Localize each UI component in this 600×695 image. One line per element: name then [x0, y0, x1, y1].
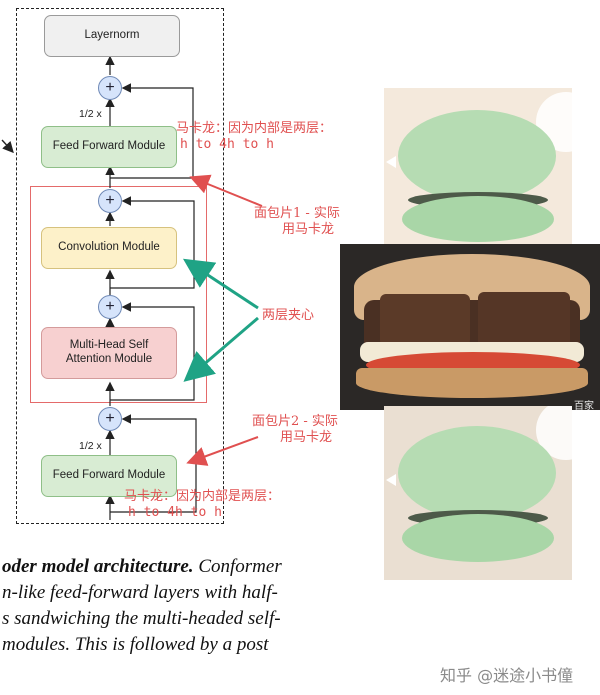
macaron-top-note: 马卡龙：因为内部是两层： h to 4h to h — [176, 121, 332, 154]
macaron-bottom-photo — [384, 406, 572, 580]
bread2-note: 面包片2 - 实际 用马卡龙 — [252, 414, 338, 447]
bread1-note-line2: 用马卡龙 — [281, 222, 334, 238]
bread1-note-line1: 面包片1 - 实际 — [254, 206, 340, 221]
half-step-label: 1/2 x — [79, 108, 102, 120]
figure-caption-line3: s sandwiching the multi-headed self- — [2, 608, 281, 629]
residual-add-node: + — [98, 189, 122, 213]
macaron-top-note-line1: 马卡龙：因为内部是两层： — [176, 121, 333, 136]
figure-caption-line2: n-like feed-forward layers with half- — [2, 582, 278, 603]
bread2-note-line1: 面包片2 - 实际 — [252, 414, 338, 429]
figure-caption-line4: modules. This is followed by a post — [2, 634, 269, 655]
feed-forward-bottom-block: Feed Forward Module — [41, 455, 177, 497]
macaron-bottom-note-line1: 马卡龙：因为内部是两层： — [124, 489, 281, 504]
filling-note: 两层夹心 — [262, 308, 315, 323]
bread1-note: 面包片1 - 实际 用马卡龙 — [254, 206, 340, 239]
residual-add-node: + — [98, 295, 122, 319]
half-step-label: 1/2 x — [79, 440, 102, 452]
residual-add-node: + — [98, 76, 122, 100]
filling-highlight-box — [30, 186, 207, 403]
convolution-block: Convolution Module — [41, 227, 177, 269]
feed-forward-top-block: Feed Forward Module — [41, 126, 177, 168]
caption-rest: Conformer — [193, 556, 282, 577]
caption-bold: oder model architecture. — [2, 556, 194, 577]
layernorm-block: Layernorm — [44, 15, 180, 57]
residual-add-node: + — [98, 407, 122, 431]
encoder-dashed-frame — [16, 8, 224, 524]
bread2-note-line2: 用马卡龙 — [279, 430, 332, 446]
macaron-top-photo — [384, 88, 572, 256]
mhsa-block: Multi-Head Self Attention Module — [41, 327, 177, 379]
photo-watermark: 百家号 — [574, 401, 594, 410]
macaron-bottom-note-line2: h to 4h to h — [128, 505, 222, 521]
macaron-top-note-line2: h to 4h to h — [180, 137, 274, 153]
figure-caption-line1: oder model architecture. Conformer — [2, 556, 282, 578]
zhihu-watermark: 知乎 @迷途小书僮 — [440, 666, 574, 685]
burger-photo: 百家号 — [340, 244, 600, 410]
macaron-bottom-note: 马卡龙：因为内部是两层： h to 4h to h — [124, 489, 280, 522]
